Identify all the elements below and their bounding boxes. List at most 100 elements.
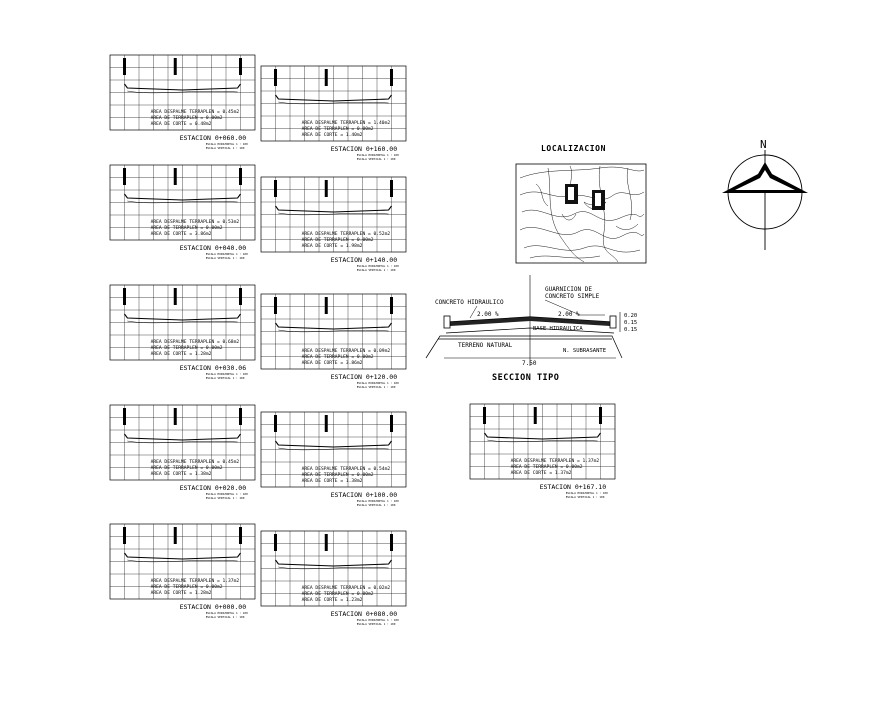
station-label: ESTACION 0+060.00 xyxy=(180,134,247,142)
area-label: AREA DESPALME TERRAPLEN = 1.37m2 xyxy=(511,458,600,464)
area-label: AREA DE TERRAPLEN = 0.00m2 xyxy=(302,354,374,360)
terrain-profile xyxy=(127,320,238,324)
leader-concreto xyxy=(469,305,478,319)
area-label: AREA DESPALME TERRAPLEN = 0.53m2 xyxy=(151,219,240,225)
station-post xyxy=(390,69,393,86)
base-label: BASE HIDRAULICA xyxy=(533,326,583,332)
station-label: ESTACION 0+030.06 xyxy=(180,364,247,372)
map-block-4 xyxy=(595,193,601,206)
station-label: ESTACION 0+020.00 xyxy=(180,484,247,492)
scale-label: ESCALA HORIZONTAL 1 : 100 xyxy=(206,142,248,146)
area-label: AREA DE CORTE = 3.86m2 xyxy=(302,360,363,366)
area-label: AREA DE CORTE = 3.86m2 xyxy=(151,231,212,237)
station-post xyxy=(324,180,328,197)
terrain-profile xyxy=(127,559,238,563)
station-label: ESTACION 0+080.00 xyxy=(331,610,398,618)
area-label: AREA DE CORTE = 1.38m2 xyxy=(302,478,363,484)
scale-label: ESCALA VERTICAL 1 : 100 xyxy=(357,157,396,161)
scale-label: ESCALA VERTICAL 1 : 100 xyxy=(206,496,245,500)
station-post xyxy=(123,288,126,305)
dim-label-3: 0.15 xyxy=(624,327,637,333)
terrain-profile xyxy=(127,90,238,94)
localizacion-title: LOCALIZACION xyxy=(541,144,606,153)
area-label: AREA DESPALME TERRAPLEN = 0.45m2 xyxy=(151,109,240,115)
terrain-profile xyxy=(278,566,389,570)
width-label: 7.50 xyxy=(522,360,537,367)
station-post xyxy=(324,534,328,551)
station-post xyxy=(239,408,242,425)
station-post xyxy=(390,297,393,314)
scale-label: ESCALA HORIZONTAL 1 : 100 xyxy=(357,153,399,157)
area-label: AREA DE TERRAPLEN = 0.00m2 xyxy=(151,345,223,351)
seccion-tipo-title: SECCION TIPO xyxy=(492,373,559,383)
area-label: AREA DE TERRAPLEN = 0.00m2 xyxy=(302,126,374,132)
area-label: AREA DE CORTE = 1.23m2 xyxy=(302,597,363,603)
area-label: AREA DE TERRAPLEN = 0.00m2 xyxy=(151,584,223,590)
scale-label: ESCALA HORIZONTAL 1 : 100 xyxy=(566,491,608,495)
area-label: AREA DE TERRAPLEN = 0.00m2 xyxy=(302,472,374,478)
area-label: AREA DE CORTE = 1.38m2 xyxy=(151,471,212,477)
subrasante-label: N. SUBRASANTE xyxy=(563,348,606,354)
location-map-frame xyxy=(515,163,647,264)
curb-left xyxy=(443,315,451,329)
station-post xyxy=(123,58,126,75)
pavement-slab xyxy=(450,317,610,326)
concreto-label: CONCRETO HIDRAULICO xyxy=(435,299,504,306)
terreno-label: TERRENO NATURAL xyxy=(458,342,513,349)
north-label: N xyxy=(760,138,767,151)
north-star-inner-icon xyxy=(735,170,795,190)
scale-label: ESCALA HORIZONTAL 1 : 100 xyxy=(357,499,399,503)
area-label: AREA DE TERRAPLEN = 0.00m2 xyxy=(302,591,374,597)
scale-label: ESCALA VERTICAL 1 : 100 xyxy=(357,385,396,389)
station-label: ESTACION 0+000.00 xyxy=(180,603,247,611)
station-label: ESTACION 0+167.10 xyxy=(540,483,607,491)
scale-label: ESCALA HORIZONTAL 1 : 100 xyxy=(357,264,399,268)
area-label: AREA DESPALME TERRAPLEN = 1.37m2 xyxy=(151,578,240,584)
station-post xyxy=(173,168,177,185)
station-post xyxy=(239,58,242,75)
terrain-profile xyxy=(127,440,238,444)
curb-right xyxy=(609,315,617,329)
dim-label-1: 0.20 xyxy=(624,313,637,319)
scale-label: ESCALA VERTICAL 1 : 100 xyxy=(206,376,245,380)
terrain-profile xyxy=(278,447,389,451)
road-profile xyxy=(124,433,241,441)
area-label: AREA DESPALME TERRAPLEN = 0.68m2 xyxy=(151,339,240,345)
area-label: AREA DESPALME TERRAPLEN = 0.52m2 xyxy=(302,231,391,237)
area-label: AREA DE TERRAPLEN = 0.00m2 xyxy=(302,237,374,243)
station-label: ESTACION 0+100.00 xyxy=(331,491,398,499)
station-post xyxy=(123,168,126,185)
station-post xyxy=(173,527,177,544)
station-post xyxy=(239,527,242,544)
scale-label: ESCALA VERTICAL 1 : 100 xyxy=(566,495,605,499)
area-label: AREA DE TERRAPLEN = 0.00m2 xyxy=(511,464,583,470)
embankment xyxy=(425,335,623,359)
north-arrow: N xyxy=(722,138,808,250)
guarnicion-label-1: GUARNICION DE xyxy=(545,286,592,293)
station-label: ESTACION 0+120.00 xyxy=(331,373,398,381)
guarnicion-label-2: CONCRETO SIMPLE xyxy=(545,293,600,300)
station-post xyxy=(533,407,537,424)
area-label: AREA DESPALME TERRAPLEN = 0.02m2 xyxy=(302,585,391,591)
scale-label: ESCALA HORIZONTAL 1 : 100 xyxy=(206,252,248,256)
localizacion-panel: LOCALIZACION xyxy=(515,144,647,264)
slope-left: 2.00 % xyxy=(477,311,499,318)
station-post xyxy=(390,534,393,551)
leader-guarnicion xyxy=(544,299,605,316)
scale-label: ESCALA HORIZONTAL 1 : 100 xyxy=(357,381,399,385)
road-profile xyxy=(124,83,241,91)
scale-label: ESCALA VERTICAL 1 : 100 xyxy=(357,622,396,626)
station-label: ESTACION 0+040.00 xyxy=(180,244,247,252)
station-post xyxy=(599,407,602,424)
area-label: AREA DE CORTE = 0.48m2 xyxy=(151,121,212,127)
station-post xyxy=(274,297,277,314)
station-post xyxy=(274,69,277,86)
road-profile xyxy=(275,559,392,567)
